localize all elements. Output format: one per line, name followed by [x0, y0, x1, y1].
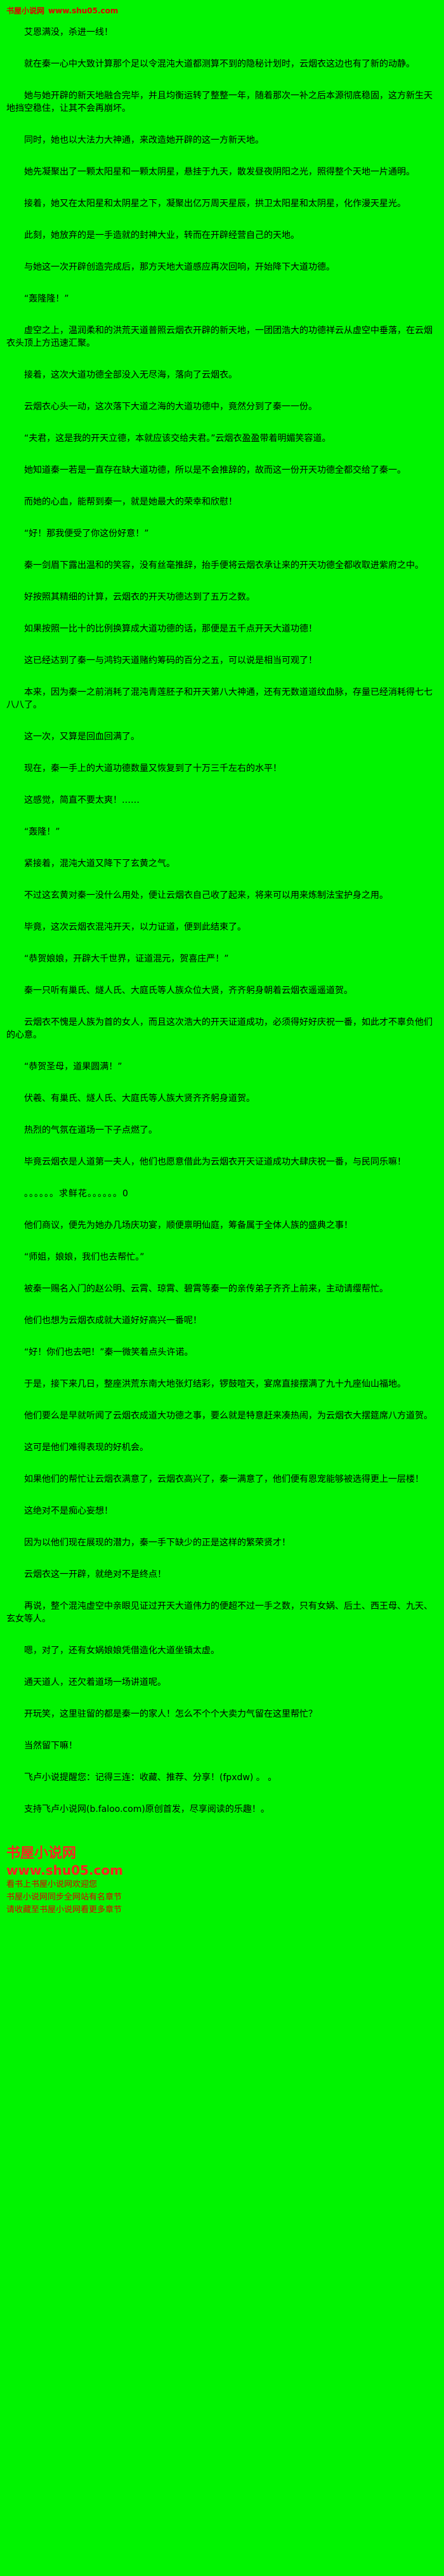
paragraph: 嗯，对了，还有女娲娘娘凭借造化大道坐镇太虚。 — [24, 1646, 219, 1656]
paragraph: 支持飞卢小说网(b.faloo.com)原创首发，尽享阅读的乐趣！。 — [24, 1804, 270, 1814]
paragraph: 他们商议，便先为她办几场庆功宴，顺便禀明仙庭，筹备属于全体人族的盛典之事！ — [24, 1220, 353, 1231]
footer-site-url[interactable]: www.shu05.com — [6, 1862, 123, 1878]
paragraph: 如果他们的帮忙让云烟衣满意了，云烟衣高兴了，秦一满意了，他们便有恩宠能够被选得更… — [24, 1474, 424, 1484]
paragraph: 现在，秦一手上的大道功德数量又恢复到了十万三千左右的水平！ — [24, 763, 282, 774]
paragraph: 秦一只听有巢氏、燧人氏、大庭氏等人族众位大贤，齐齐躬身朝着云烟衣遥遥道贺。 — [24, 986, 353, 996]
paragraph: 这可是他们难得表现的好机会。 — [24, 1443, 148, 1453]
paragraph: 如果按照一比十的比例换算成大道功德的话，那便是五千点开天大道功德！ — [24, 624, 317, 634]
paragraph: 当然留下嘛！ — [24, 1741, 77, 1751]
paragraph: 紧接着，混沌大道又降下了玄黄之气。 — [24, 859, 175, 869]
paragraph: 接着，这次大道功德全部没入无尽海，落向了云烟衣。 — [24, 370, 237, 380]
paragraph: 他们要么是早就听闻了云烟衣成道大功德之事，要么就是特意赶来凑热闹，为云烟衣大摆筵… — [24, 1411, 433, 1421]
paragraph: 不过这玄黄对秦一没什么用处，便让云烟衣自己收了起来，将来可以用来炼制法宝护身之用… — [24, 890, 388, 901]
paragraph: 开玩笑，这里驻留的都是秦一的家人！怎么不个个大卖力气留在这里帮忙？ — [24, 1709, 317, 1719]
paragraph: 这已经达到了秦一与鸿钧天道赌约筹码的百分之五，可以说是相当可观了！ — [24, 656, 317, 666]
footer-slogan-2: 书屋小说网同步全网站有名章节 — [6, 1892, 122, 1902]
paragraph: 此刻，她放弃的是一手造就的封神大业，转而在开辟经营自己的天地。 — [24, 230, 299, 241]
paragraph: “师姐，娘娘，我们也去帮忙。” — [24, 1252, 145, 1262]
paragraph: 毕竟，这次云烟衣混沌开天，以力证道，便到此结束了。 — [24, 922, 246, 932]
paragraph: 与她这一次开辟创造完成后，那方天地大道感应再次回响，开始降下大道功德。 — [24, 262, 335, 272]
paragraph: “轰隆隆！” — [24, 294, 69, 304]
paragraph: 而她的心血，能帮到秦一，就是她最大的荣幸和欣慰！ — [24, 497, 237, 507]
site-header-name[interactable]: 书屋小说网 — [6, 6, 45, 15]
paragraph: 虚空之上，温润柔和的洪荒天道普照云烟衣开辟的新天地，一团团浩大的功德祥云从虚空中… — [6, 326, 433, 348]
footer-slogan-3: 请收藏至书屋小说网看更多章节 — [6, 1905, 122, 1915]
footer-site-name[interactable]: 书屋小说网 — [6, 1846, 77, 1861]
paragraph: “恭贺娘娘，开辟大千世界，证道混元，贺喜庄严！” — [24, 954, 229, 964]
paragraph: 毕竟云烟衣是人道第一夫人，他们也愿意借此为云烟衣开天证道成功大肆庆祝一番，与民同… — [24, 1157, 406, 1167]
paragraph: 云烟衣这一开辟，就绝对不是终点！ — [24, 1569, 166, 1580]
paragraph: 他们也想为云烟衣成就大道好好高兴一番呢！ — [24, 1316, 202, 1326]
chapter-content: 就在秦一心中大致计算那个足以令混沌大道都测算不到的隐秘计划时，云烟衣这边也有了新… — [6, 58, 438, 1816]
paragraph: 飞卢小说提醒您：记得三连：收藏、推荐、分享！(fpxdw) 。 。 — [24, 1773, 277, 1783]
paragraph: 云烟衣心头一动，这次落下大道之海的大道功德中，竟然分到了秦一一份。 — [24, 402, 317, 412]
paragraph: “好！那我便受了你这份好意！” — [24, 529, 149, 539]
paragraph: 再说，整个混沌虚空中亲眼见证过开天大道伟力的便超不过一手之数，只有女娲、后土、西… — [6, 1601, 433, 1624]
paragraph: “轰隆！” — [24, 827, 60, 837]
paragraph: 同时，她也以大法力大神通，来改造她开辟的这一方新天地。 — [24, 135, 264, 145]
paragraph: “好！你们也去吧！”秦一微笑着点头许诺。 — [24, 1347, 193, 1357]
paragraph: 于是，接下来几日，整座洪荒东南大地张灯结彩，锣鼓喧天，宴席直接摆满了九十九座仙山… — [24, 1379, 406, 1389]
paragraph: 热烈的气氛在道场一下子点燃了。 — [24, 1125, 157, 1135]
footer-site-block: 书屋小说网 www.shu05.com 看书上书屋小说网欢迎您 书屋小说网同步全… — [6, 1845, 438, 1917]
paragraph: “恭贺圣母，道果圆满！” — [24, 1062, 122, 1072]
paragraph: 本来，因为秦一之前消耗了混沌青莲胚子和开天第八大神通，还有无数道道纹血脉，存量已… — [6, 687, 433, 710]
paragraph: 伏羲、有巢氏、燧人氏、大庭氏等人族大贤齐齐躬身道贺。 — [24, 1093, 255, 1104]
paragraph: 这一次，又算是回血回满了。 — [24, 732, 140, 742]
flower-request-divider: 。。。。。。求鲜花。。。。。。0 — [24, 1189, 129, 1199]
paragraph: 就在秦一心中大致计算那个足以令混沌大道都测算不到的隐秘计划时，云烟衣这边也有了新… — [24, 59, 415, 69]
paragraph: 这绝对不是痴心妄想！ — [24, 1506, 113, 1516]
paragraph: “夫君，这是我的开天立德，本就应该交给夫君。”云烟衣盈盈带着明媚笑容道。 — [24, 433, 331, 444]
paragraph: 她知道秦一若是一直存在缺大道功德，所以是不会推辞的，故而这一份开天功德全都交给了… — [24, 465, 406, 475]
paragraph: 云烟衣不愧是人族为首的女人，而且这次浩大的开天证道成功，必须得好好庆祝一番，如此… — [6, 1017, 433, 1040]
paragraph: 她与她开辟的新天地融合完毕，并且均衡运转了整整一年，随着那次一补之后本源彻底稳固… — [6, 91, 433, 114]
paragraph: 她先凝聚出了一颗太阳星和一颗太阴星，悬挂于九天，散发昼夜阴阳之光，照得整个天地一… — [24, 167, 415, 177]
paragraph: 这感觉，简直不要太爽！…… — [24, 795, 140, 805]
footer-slogan-1: 看书上书屋小说网欢迎您 — [6, 1879, 98, 1889]
paragraph: 因为以他们现在展现的潜力，秦一手下缺少的正是这样的繁荣贤才！ — [24, 1538, 291, 1548]
paragraph: 好按照其精细的计算，云烟衣的开天功德达到了五万之数。 — [24, 592, 255, 602]
chapter-title: 艾恩满没，杀进一线！ — [24, 27, 113, 37]
paragraph: 通天道人，还欠着道场一场讲道呢。 — [24, 1677, 166, 1688]
paragraph: 被秦一赐名入门的赵公明、云霄、琼霄、碧霄等秦一的亲传弟子齐齐上前来，主动请缨帮忙… — [24, 1284, 388, 1294]
site-header-url[interactable]: www.shu05.com — [48, 6, 119, 15]
paragraph: 接着，她又在太阳星和太阴星之下，凝聚出亿万周天星辰，拱卫太阳星和太阴星，化作漫天… — [24, 199, 406, 209]
paragraph: 秦一剑眉下露出温和的笑容，没有丝毫推辞，抬手便将云烟衣承让来的开天功德全都收取进… — [24, 560, 424, 571]
